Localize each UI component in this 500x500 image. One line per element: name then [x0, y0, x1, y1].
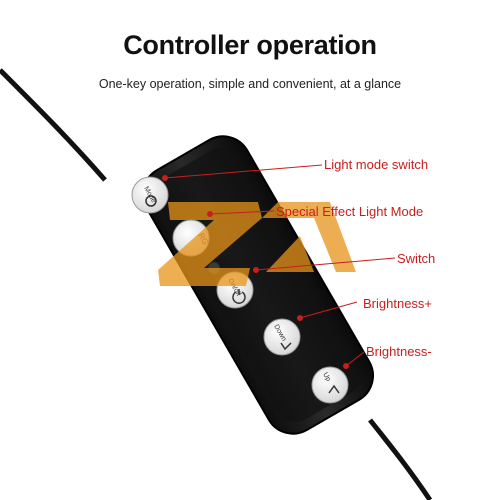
power-icon	[232, 289, 246, 304]
mode-button[interactable]: Mode	[131, 176, 169, 214]
cable-top	[0, 68, 107, 182]
watermark-logo	[158, 202, 356, 286]
callout-brightness-minus: Brightness-	[366, 344, 432, 359]
callout-lines	[162, 164, 396, 369]
up-button-label: Up	[321, 372, 332, 383]
callout-brightness-plus: Brightness+	[363, 296, 433, 311]
callout-special-effect: Special Effect Light Mode	[276, 204, 424, 219]
callout-light-mode-switch: Light mode switch	[324, 157, 429, 172]
chevron-down-icon	[280, 342, 292, 351]
chevron-up-icon	[328, 384, 340, 394]
mode-icon	[145, 195, 157, 207]
up-button[interactable]: Up	[311, 366, 349, 404]
cable-bottom	[368, 418, 433, 500]
page-subtitle: One-key operation, simple and convenient…	[98, 77, 402, 91]
page-title: Controller operation	[123, 30, 377, 60]
callout-switch: Switch	[397, 251, 436, 266]
down-button[interactable]: Down	[263, 318, 301, 356]
